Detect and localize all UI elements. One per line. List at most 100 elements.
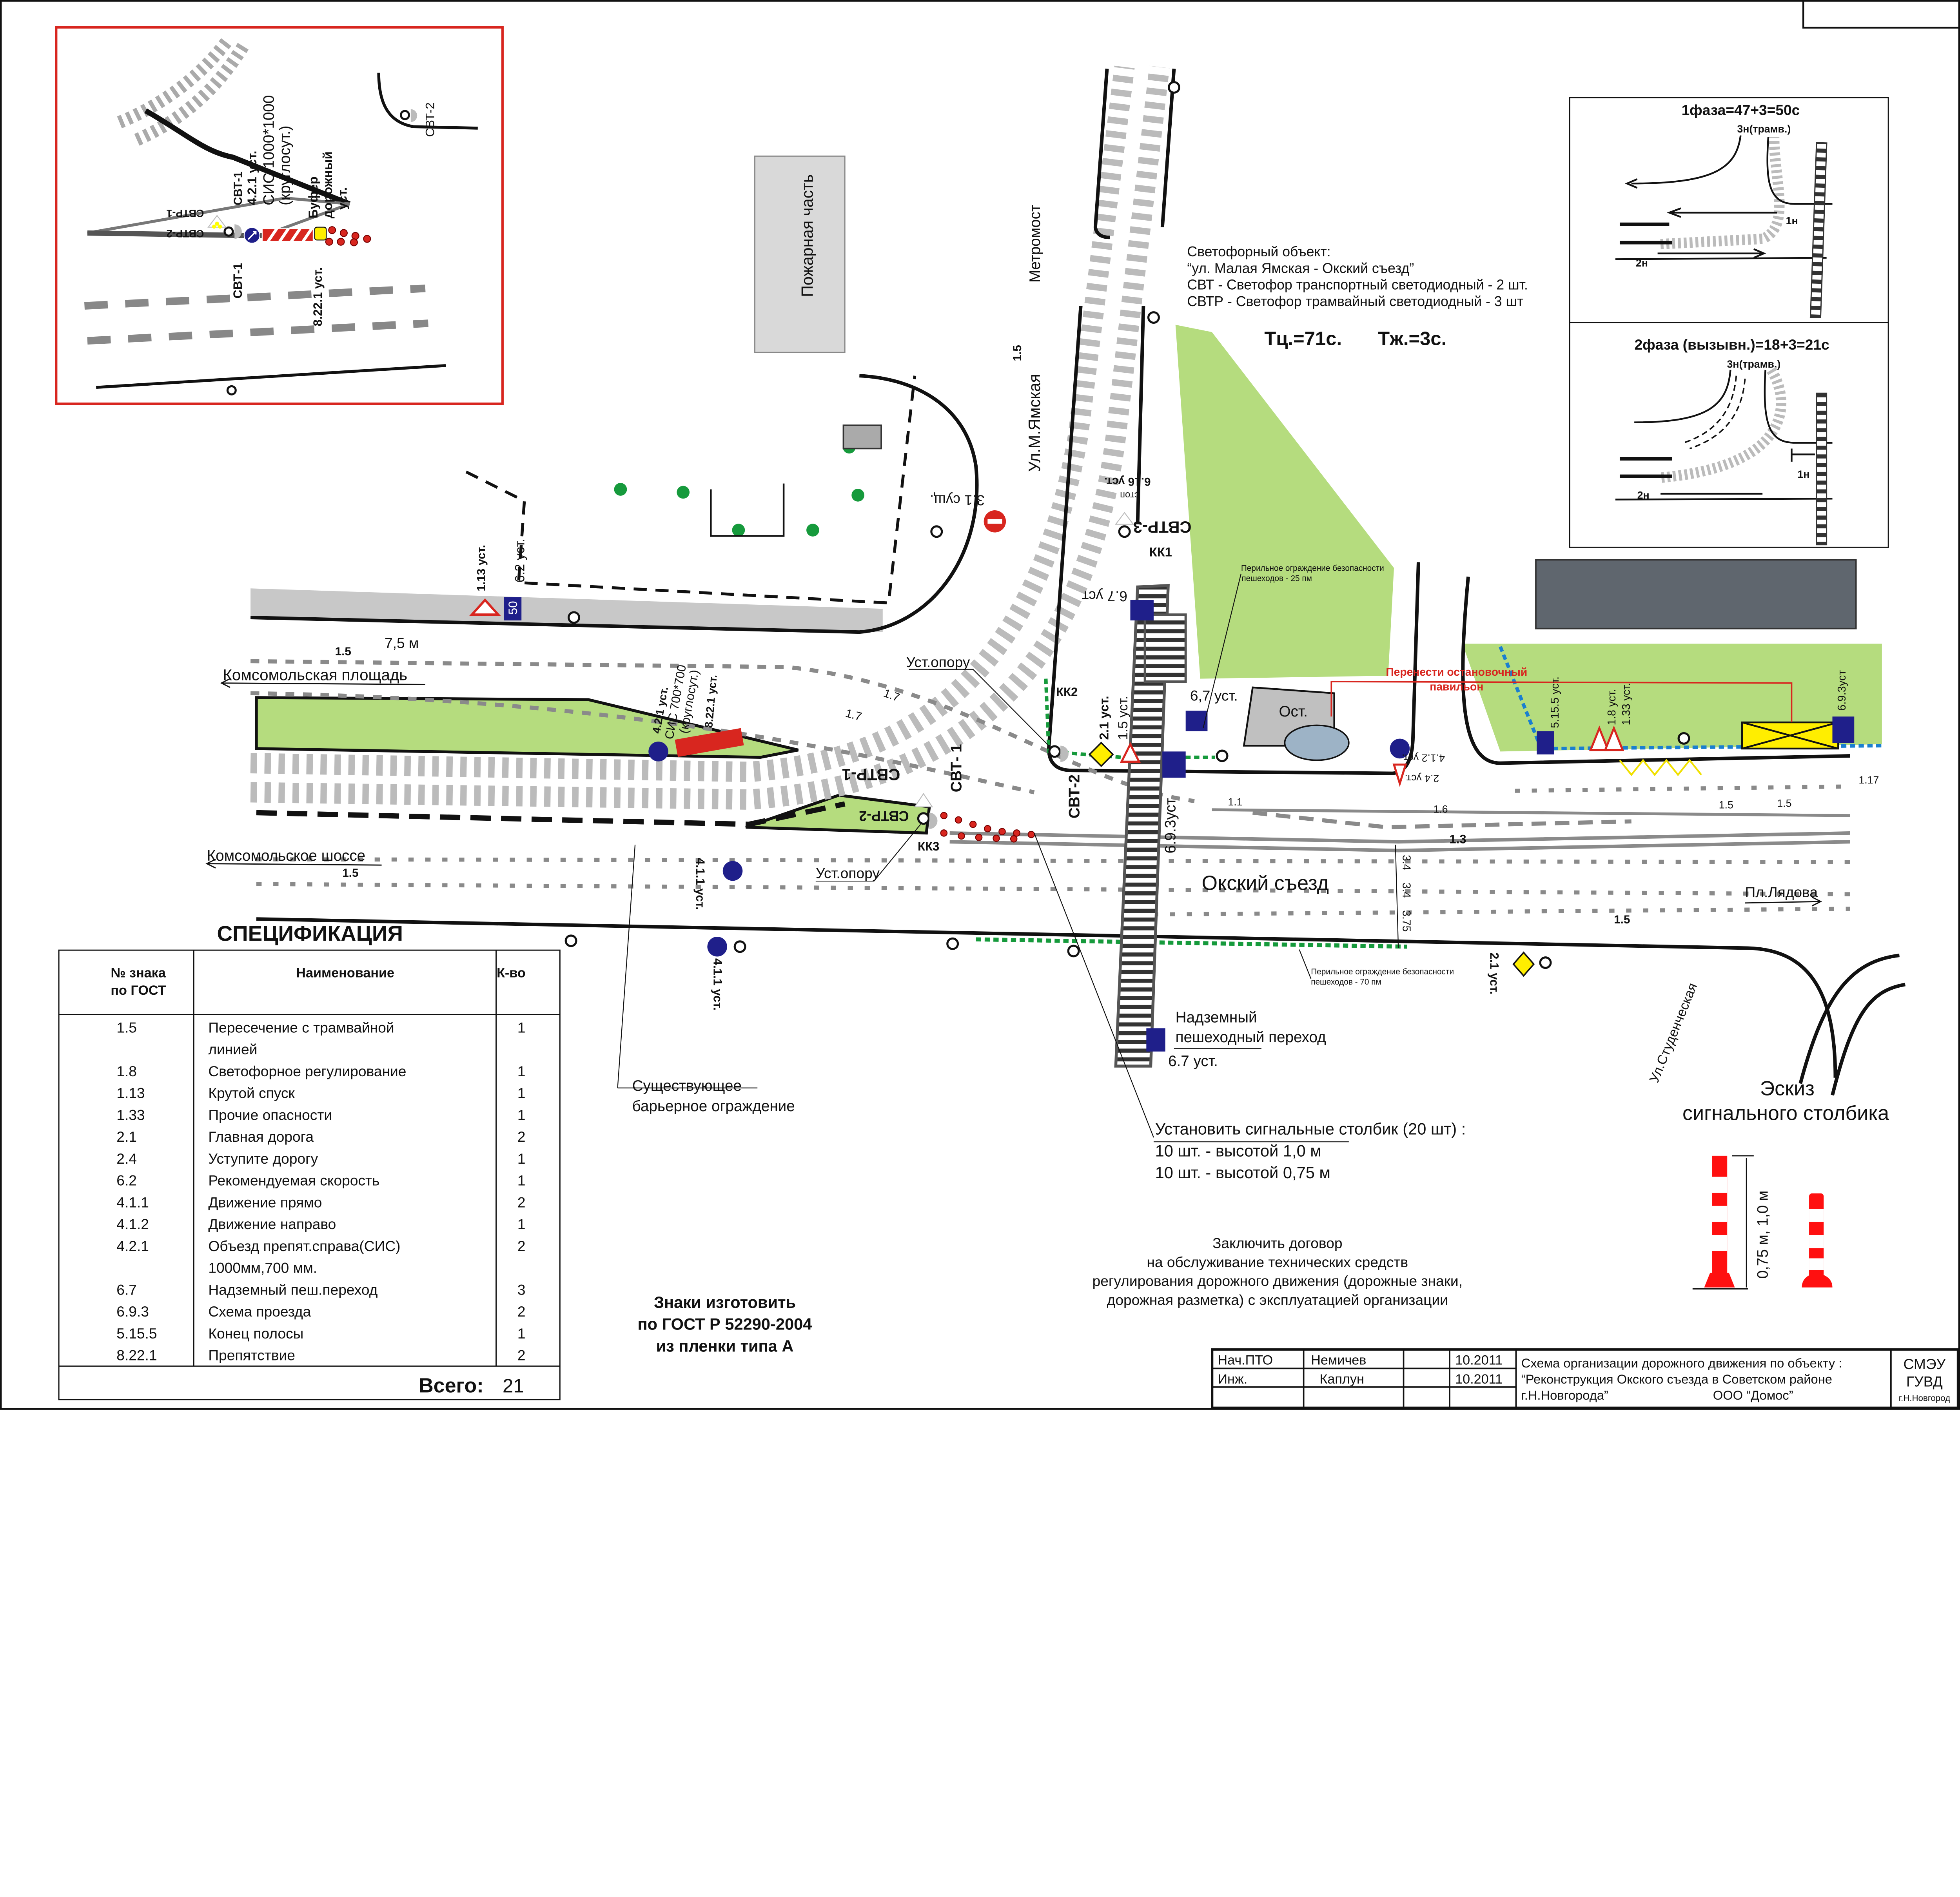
inset-label-svt2: СВТ-2 <box>423 102 437 137</box>
inset-bollards <box>325 226 371 247</box>
label-move-pavilion-2: павильон <box>1430 680 1483 693</box>
sign-6-2-speed-icon <box>504 597 522 620</box>
sketch-title: Эскиз <box>1760 1077 1815 1100</box>
title-role-2: Инж. <box>1218 1372 1247 1387</box>
spec-row-number: 1.5 <box>116 1019 137 1036</box>
label-existing-barrier-2: барьерное ограждение <box>632 1098 795 1115</box>
cycle-time: Тц.=71с. <box>1264 328 1342 350</box>
spec-row-qty: 1 <box>517 1019 526 1036</box>
fence-dashed <box>465 375 916 605</box>
amber-time: Тж.=3с. <box>1378 328 1446 350</box>
label-sign-6-9-3: 6.9.3уст <box>1835 670 1848 711</box>
spec-row-qty: 1 <box>517 1325 526 1342</box>
tram-track <box>250 65 1135 782</box>
spec-row-qty: 1 <box>517 1063 526 1079</box>
spec-row-qty: 2 <box>517 1347 526 1364</box>
small-building <box>842 424 882 450</box>
signs-made-note-3: из пленки типа А <box>656 1337 794 1355</box>
inset-label-svtr2: СВТР-2 <box>167 228 204 239</box>
green-area-east <box>1175 325 1394 679</box>
title-description-3: г.Н.Новгорода” <box>1521 1388 1608 1402</box>
inset-label-buffer: Буфер <box>306 176 320 218</box>
bollard-sketch: Эскиз сигнального столбика 0,75 м, 1,0 м <box>1682 1077 1889 1289</box>
sketch-title-2: сигнального столбика <box>1682 1102 1889 1124</box>
inset-label-svt1: СВТ-1 <box>231 263 245 299</box>
phase-1-n1: 1н <box>1786 215 1798 227</box>
inset-traffic-light-icon <box>234 224 242 239</box>
label-install-pole-2: Уст.опору <box>816 865 880 881</box>
label-lyadova-square: Пл.Лядова <box>1745 884 1818 900</box>
spec-row-qty: 1 <box>517 1106 526 1123</box>
marking-1-5 <box>1515 784 1850 793</box>
inset-island-edge <box>144 108 351 207</box>
label-svt2: СВТ-2 <box>1066 774 1083 818</box>
label-sign-4-1-1b: 4.1.1 уст. <box>711 958 725 1010</box>
corner-stamp-box <box>1802 0 1960 29</box>
spec-row-name: Схема проезда <box>208 1303 311 1320</box>
label-sign-6-7c: 6.7 уст. <box>1168 1053 1218 1070</box>
inset-label-buffer2: дорожный <box>320 151 335 218</box>
label-fence-25-length: пешеходов - 25 пм <box>1241 574 1312 583</box>
specification-table: СПЕЦИФИКАЦИЯ № знака по ГОСТ Наименовани… <box>58 921 561 1400</box>
inset-label-buffer3: уст. <box>335 187 349 210</box>
phase-1-tram-label: 3н(трамв.) <box>1737 123 1791 135</box>
arrow-left-icon <box>220 678 426 688</box>
phase-1: 1фаза=47+3=50с 3н(трамв.) 1н 2н <box>1615 102 1833 318</box>
spec-row-name: Объезд препят.справа(СИС) <box>208 1238 400 1254</box>
label-width-3-4: 3.4 <box>1400 855 1413 870</box>
green-island-west <box>255 696 799 759</box>
sign-6-9-3-scheme-icon <box>1832 716 1855 743</box>
label-sign-1-13: 1.13 уст. <box>475 545 488 591</box>
inset-curb <box>96 364 446 389</box>
label-marking-1-5: 1.5 <box>342 867 358 880</box>
label-marking-1-6: 1.6 <box>1433 803 1448 815</box>
sign-6-7-overpass-icon <box>1130 600 1154 620</box>
inset-traffic-light-icon <box>410 109 417 122</box>
spec-header-num: № знака <box>111 965 166 980</box>
sign-6-9-3-scheme-icon <box>1162 751 1186 778</box>
spec-row-number: 4.1.1 <box>116 1194 149 1210</box>
spec-row-number: 6.7 <box>116 1281 137 1298</box>
dimension-line <box>1692 1155 1754 1289</box>
label-existing-barrier: Существующее <box>632 1077 742 1094</box>
label-install-pole: Уст.опору <box>906 654 970 670</box>
label-overpass-2: пешеходный переход <box>1176 1029 1326 1046</box>
sign-1-33-danger-icon <box>1603 725 1624 751</box>
bollard-short-icon <box>1802 1193 1833 1288</box>
inset-label-round-clock: (круглосут.) <box>276 125 293 205</box>
label-fence-70: Перильное ограждение безопасности <box>1311 967 1454 976</box>
sign-2-1-main-road-icon <box>1512 951 1535 977</box>
label-width-3-75: 3.75 <box>1400 910 1413 932</box>
label-bus-stop: Ост. <box>1279 703 1308 720</box>
label-svtr1: СВТР-1 <box>842 765 900 784</box>
spec-row-name: Пересечение с трамвайной <box>208 1019 394 1036</box>
title-org-2: ГУВД <box>1906 1373 1943 1389</box>
spec-row-number: 5.15.5 <box>116 1325 157 1342</box>
contract-note-2: на обслуживание технических средств <box>1147 1254 1408 1270</box>
label-sign-6-16: 6.16 уст. <box>1104 475 1151 488</box>
label-sign-4-1-1: 4.1.1 уст. <box>693 858 707 910</box>
signs-made-note-2: по ГОСТ Р 52290-2004 <box>638 1315 812 1333</box>
contract-note-1: Заключить договор <box>1212 1235 1343 1251</box>
phase-2-footbridge <box>1816 392 1828 546</box>
object-info-svtr: СВТР - Светофор трамвайный светодиодный … <box>1187 294 1523 309</box>
title-date-1: 10.2011 <box>1455 1353 1503 1368</box>
spec-header-name: Наименование <box>296 965 394 980</box>
label-svt1: СВТ- 1 <box>948 744 965 792</box>
curb-dashed <box>256 801 846 827</box>
spec-row-name: Рекомендуемая скорость <box>208 1172 379 1189</box>
label-svtr2: СВТР-2 <box>859 808 909 824</box>
spec-row-name-2: 1000мм,700 мм. <box>208 1260 317 1276</box>
arrow-left-icon <box>205 858 382 869</box>
label-komsomolskaya-square: Комсомольская площадь <box>223 666 408 684</box>
label-sign-2-1: 2.1 уст. <box>1097 696 1111 740</box>
inset-pole-icon <box>223 226 234 237</box>
label-sign-1-8: 1.8 уст. <box>1605 689 1618 725</box>
sign-1-8-traffic-light-icon <box>1589 725 1610 751</box>
label-komsomolskoe-highway: Комсомольское шоссе <box>207 847 366 864</box>
tram-track <box>250 65 1170 810</box>
label-kk1: КК1 <box>1149 544 1172 559</box>
inset-tram-track <box>134 40 250 146</box>
label-marking-1-5: 1.5 <box>335 645 351 658</box>
label-stop: стоп <box>1120 490 1139 501</box>
